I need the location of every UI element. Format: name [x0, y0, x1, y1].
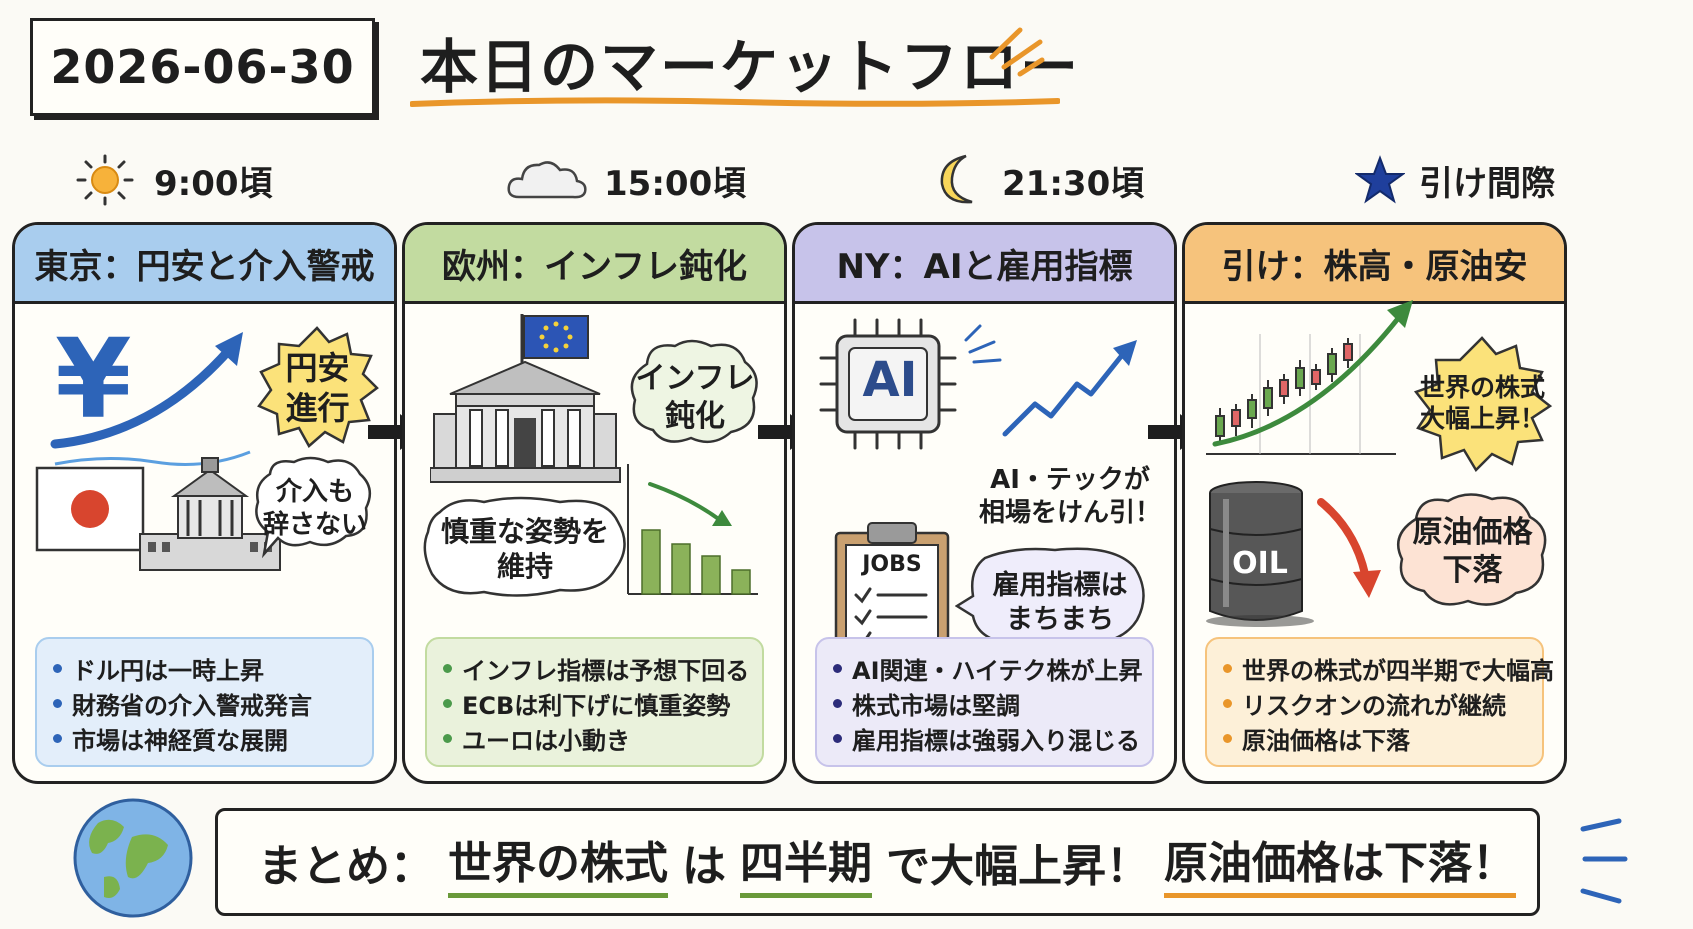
cloud-icon [507, 161, 587, 199]
bullet-item: ECBは利下げに慎重姿勢 [443, 686, 746, 721]
bubble-line: 原油価格 [1412, 515, 1533, 550]
time-label: 引け間際 [1419, 163, 1555, 204]
bullet-item: ドル円は一時上昇 [53, 651, 356, 686]
summary-big-rise: で大幅上昇！ [886, 841, 1150, 892]
bullet-box: ドル円は一時上昇 財務省の介入警戒発言 市場は神経質な展開 [35, 637, 374, 767]
central-bank-building-icon [430, 314, 621, 483]
summary-banner: まとめ： 世界の株式 は 四半期 で大幅上昇！ 原油価格は下落！ [215, 808, 1540, 916]
moon-icon [940, 154, 973, 204]
oil-label: OIL [1232, 546, 1288, 581]
bullet-box: 世界の株式が四半期で大幅高 リスクオンの流れが継続 原油価格は下落 [1205, 637, 1554, 767]
ai-chip-label: AI [862, 352, 918, 408]
japan-flag-icon [35, 466, 145, 552]
accent-strokes-icon [1580, 818, 1628, 904]
panel-title: NY：AIと雇用指標 [795, 225, 1174, 304]
bullet-item: 市場は神経質な展開 [53, 721, 356, 756]
bubble-line: 介入も [275, 477, 354, 507]
summary-global-stocks: 世界の株式 [448, 827, 668, 898]
bubble-line: 鈍化 [665, 398, 725, 434]
cloud-bubble-icon [630, 339, 758, 444]
bullet-item: 株式市場は堅調 [833, 686, 1136, 721]
panel-title: 東京：円安と介入警戒 [15, 225, 394, 304]
panel-tokyo: 東京：円安と介入警戒 ¥ 円安 進行 [12, 222, 397, 784]
bullet-item: 雇用指標は強弱入り混じる [833, 721, 1140, 756]
rising-arrow-icon [50, 332, 251, 466]
burst-bubble-icon [1413, 336, 1553, 473]
bullet-box: AI関連・ハイテク株が上昇 株式市場は堅調 雇用指標は強弱入り混じる [815, 637, 1154, 767]
bubble-line: まちまち [1006, 603, 1114, 635]
bullet-item: 財務省の介入警戒発言 [53, 686, 356, 721]
candlestick-chart-icon [1206, 334, 1396, 455]
time-slot-4: 引け間際 [1355, 155, 1555, 205]
bubble-intervention: 介入も 辞さない [255, 476, 375, 541]
bubble-cautious: 慎重な姿勢を 維持 [425, 514, 625, 584]
jobs-label: JOBS [862, 552, 922, 577]
star-icon [1355, 155, 1405, 204]
government-building-icon [139, 457, 281, 571]
date-label: 2026-06-30 [50, 40, 355, 94]
bubble-line: 世界の株式 [1419, 373, 1545, 402]
time-slot-1: 9:00頃 [70, 154, 273, 206]
cloud-bubble-icon [1397, 493, 1547, 606]
accent-strokes-icon [989, 27, 1045, 77]
summary-prefix: まとめ： [258, 841, 434, 892]
bubble-line: 下落 [1442, 552, 1503, 588]
signal-lines-icon [964, 324, 1002, 364]
date-box: 2026-06-30 [30, 18, 375, 116]
summary-oil-down: 原油価格は下落！ [1164, 827, 1516, 898]
bullet-item: 世界の株式が四半期で大幅高 [1223, 651, 1554, 686]
bubble-line: 相場をけん引！ [978, 497, 1161, 528]
time-slot-2: 15:00頃 [505, 155, 746, 205]
bubble-inflation: インフレ 鈍化 [625, 360, 765, 435]
bubble-line: インフレ [635, 361, 755, 396]
bubble-line: 雇用指標は [992, 570, 1128, 601]
falling-bar-chart-icon [627, 464, 758, 595]
speech-bubble-icon [255, 456, 372, 559]
page-title: 本日のマーケットフロー [420, 33, 1081, 101]
time-label: 9:00頃 [154, 163, 273, 204]
speech-bubble-icon [423, 496, 626, 597]
time-label: 21:30頃 [1002, 163, 1145, 204]
bubble-oil-down: 原油価格 下落 [1390, 514, 1555, 589]
falling-arrow-icon [1317, 498, 1381, 598]
bullet-item: AI関連・ハイテク株が上昇 [833, 651, 1143, 686]
yen-symbol: ¥ [55, 315, 132, 443]
bullet-item: ユーロは小動き [443, 721, 746, 756]
up-trend-arrow-icon [1002, 340, 1137, 437]
bullet-box: インフレ指標は予想下回る ECBは利下げに慎重姿勢 ユーロは小動き [425, 637, 764, 767]
globe-icon [73, 798, 193, 918]
time-label: 15:00頃 [604, 163, 747, 204]
summary-particle: は [682, 841, 726, 892]
rising-trend-arrow-icon [1212, 300, 1413, 447]
panel-title: 引け：株高・原油安 [1185, 225, 1564, 304]
panel-close: 引け：株高・原油安 世界の株式 大幅上昇 [1182, 222, 1567, 784]
bubble-line: AI・テックが [990, 465, 1150, 495]
bubble-line: 慎重な姿勢を [440, 515, 609, 548]
sun-icon [76, 154, 134, 206]
bubble-jobs: 雇用指標は まちまち [975, 569, 1145, 637]
summary-quarter: 四半期 [740, 827, 872, 898]
oil-barrel-icon [1206, 481, 1314, 627]
panel-ny: NY：AIと雇用指標 AI AI・テックが 相場をけん引！ [792, 222, 1177, 784]
ai-tech-label: AI・テックが 相場をけん引！ [975, 464, 1165, 529]
bullet-item: 原油価格は下落 [1223, 721, 1526, 756]
title-underline [410, 97, 1060, 107]
bubble-stocks-up: 世界の株式 大幅上昇！ [1410, 372, 1555, 435]
bubble-line: 円安 [285, 349, 350, 387]
ai-chip-icon [819, 318, 957, 450]
panel-europe: 欧州：インフレ鈍化 インフレ 鈍化 [402, 222, 787, 784]
bubble-line: 維持 [496, 550, 553, 583]
bullet-item: インフレ指標は予想下回る [443, 651, 749, 686]
bubble-line: 大幅上昇！ [1419, 404, 1545, 434]
bubble-yen-weak: 円安 進行 [255, 348, 380, 428]
bullet-item: リスクオンの流れが継続 [1223, 686, 1526, 721]
bubble-line: 辞さない [262, 509, 367, 540]
panel-title: 欧州：インフレ鈍化 [405, 225, 784, 304]
bubble-line: 進行 [285, 389, 350, 427]
burst-bubble-icon [257, 326, 379, 448]
time-slot-3: 21:30頃 [928, 154, 1145, 205]
